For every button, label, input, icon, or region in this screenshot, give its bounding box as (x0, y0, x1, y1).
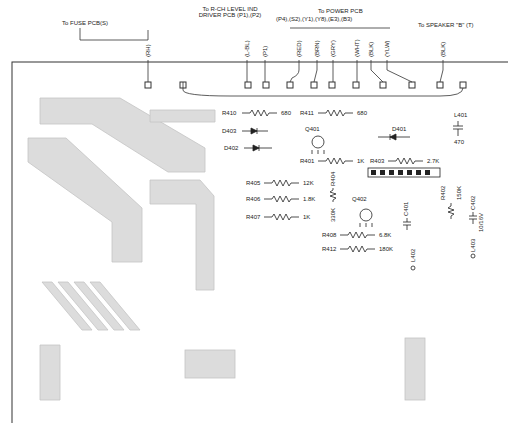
part-label: 180K (379, 246, 393, 252)
part-label: R408 (322, 232, 336, 238)
wire-color: (YLW) (384, 40, 390, 57)
part-label: R410 (222, 110, 236, 116)
transistor-symbol (312, 136, 372, 227)
part-label: 10/16V (478, 213, 484, 232)
part-label: R402 (440, 186, 446, 200)
wire-color: (RED) (296, 40, 302, 57)
board-outline (12, 62, 508, 423)
part-label: C401 (403, 202, 409, 216)
part-label: L401 (454, 112, 467, 118)
part-label: 12K (303, 180, 314, 186)
part-label: D401 (392, 126, 406, 132)
wire (80, 28, 463, 96)
part-label: R404 (330, 172, 336, 186)
wire-color: (BLK) (368, 42, 374, 57)
wire-color: (RH) (145, 44, 151, 57)
part-label: R401 (300, 158, 314, 164)
part-label: D402 (224, 145, 238, 151)
part-label: L403 (470, 239, 476, 252)
capacitor-symbol (403, 121, 477, 270)
part-label: 150K (456, 186, 462, 200)
wire-color: (GRY) (330, 40, 336, 57)
connector-note: To FUSE PCB(S) (62, 20, 108, 26)
connector-pad (145, 82, 466, 88)
part-label: R411 (300, 110, 314, 116)
part-label: 2.7K (427, 158, 439, 164)
part-label: 330K (330, 208, 336, 222)
wire-color: (BRN) (314, 40, 320, 57)
part-label: 1K (303, 214, 310, 220)
part-label: 470 (454, 139, 464, 145)
part-label: C402 (470, 196, 476, 210)
part-label: R403 (370, 158, 384, 164)
part-label: L402 (410, 249, 416, 262)
connector-note: (P4),(S2),(Y1),(Y8),(E3),(B3) (276, 16, 352, 22)
connector-note: To R-CH LEVEL IND DRIVER PCB (P1),(P2) (198, 6, 262, 18)
part-label: 6.8K (379, 232, 391, 238)
part-label: R412 (322, 246, 336, 252)
wire-color: (WHT) (354, 39, 360, 57)
diode-symbol (242, 128, 410, 151)
part-label: 680 (357, 110, 367, 116)
wire-color: (BLK) (440, 42, 446, 57)
part-label: 680 (281, 110, 291, 116)
pin-header (368, 168, 440, 177)
resistor-symbol (242, 110, 454, 252)
part-label: R406 (246, 196, 260, 202)
part-label: Q402 (352, 196, 367, 202)
part-label: Q401 (305, 126, 320, 132)
copper-trace (28, 98, 425, 400)
wire-color: (P1) (262, 46, 268, 57)
part-label: D403 (222, 128, 236, 134)
part-label: R407 (246, 214, 260, 220)
part-label: 1K (357, 158, 364, 164)
part-label: 1.8K (303, 196, 315, 202)
part-label: R405 (246, 180, 260, 186)
wire-color: (L-BL) (244, 40, 250, 57)
connector-note: To POWER PCB (318, 8, 363, 14)
connector-note: To SPEAKER "B" (T) (418, 22, 474, 28)
